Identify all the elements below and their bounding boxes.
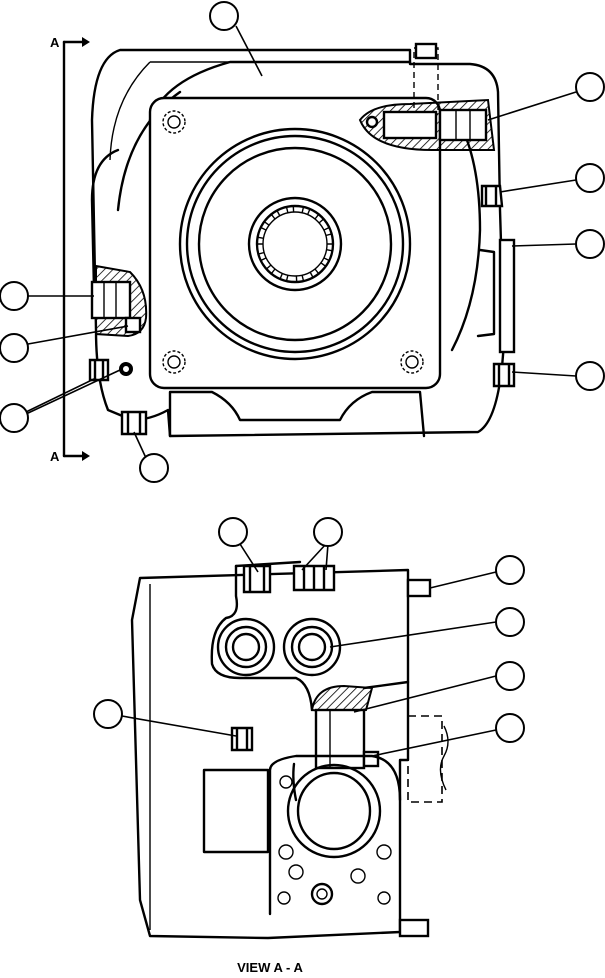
callout-circle	[495, 713, 525, 743]
valve-section	[310, 680, 449, 803]
front-view: A A	[0, 1, 605, 483]
top-plug-right	[292, 564, 336, 592]
view-body-outline	[130, 568, 410, 940]
pressure-port-fitting	[358, 42, 496, 151]
callouts-front-view	[0, 1, 605, 483]
plug-right-upper	[480, 184, 504, 208]
mounting-flange	[148, 96, 442, 390]
pump-housing-outline	[90, 48, 506, 438]
pilot-bore	[178, 127, 412, 361]
side-plug	[230, 726, 254, 752]
callout-circle	[495, 661, 525, 691]
section-line-a	[62, 37, 90, 461]
plug-bottom	[120, 410, 148, 436]
side-cover-right	[498, 238, 516, 354]
view-caption: VIEW A - A	[237, 960, 303, 975]
splined-shaft	[247, 196, 343, 292]
dowel-pin-bottom	[398, 918, 430, 938]
section-view-a-a: VIEW A - A	[93, 517, 525, 975]
callout-circle	[218, 517, 248, 547]
plug-left-lower	[88, 358, 110, 382]
callout-circle	[139, 453, 169, 483]
plug-right-lower	[492, 362, 516, 388]
callout-circle	[495, 555, 525, 585]
section-marker-bottom: A	[50, 449, 60, 464]
callout-circle	[209, 1, 239, 31]
callout-circle	[0, 403, 29, 433]
callout-circle	[575, 229, 605, 259]
callouts-section-view	[93, 517, 525, 757]
port-bosses	[216, 617, 342, 677]
callout-circle	[0, 281, 29, 311]
callout-circle	[0, 333, 29, 363]
callout-circle	[495, 607, 525, 637]
callout-circle	[575, 72, 605, 102]
callout-circle	[93, 699, 123, 729]
flange-bolt-holes	[162, 110, 424, 374]
section-marker-top: A	[50, 35, 60, 50]
callout-circle	[575, 163, 605, 193]
callout-circle	[575, 361, 605, 391]
dowel-pin-top	[406, 578, 432, 598]
callout-circle	[313, 517, 343, 547]
top-plug-left	[242, 564, 272, 594]
left-port-fitting	[90, 264, 148, 338]
lower-port-flange	[268, 754, 402, 916]
lower-pocket	[202, 768, 270, 854]
